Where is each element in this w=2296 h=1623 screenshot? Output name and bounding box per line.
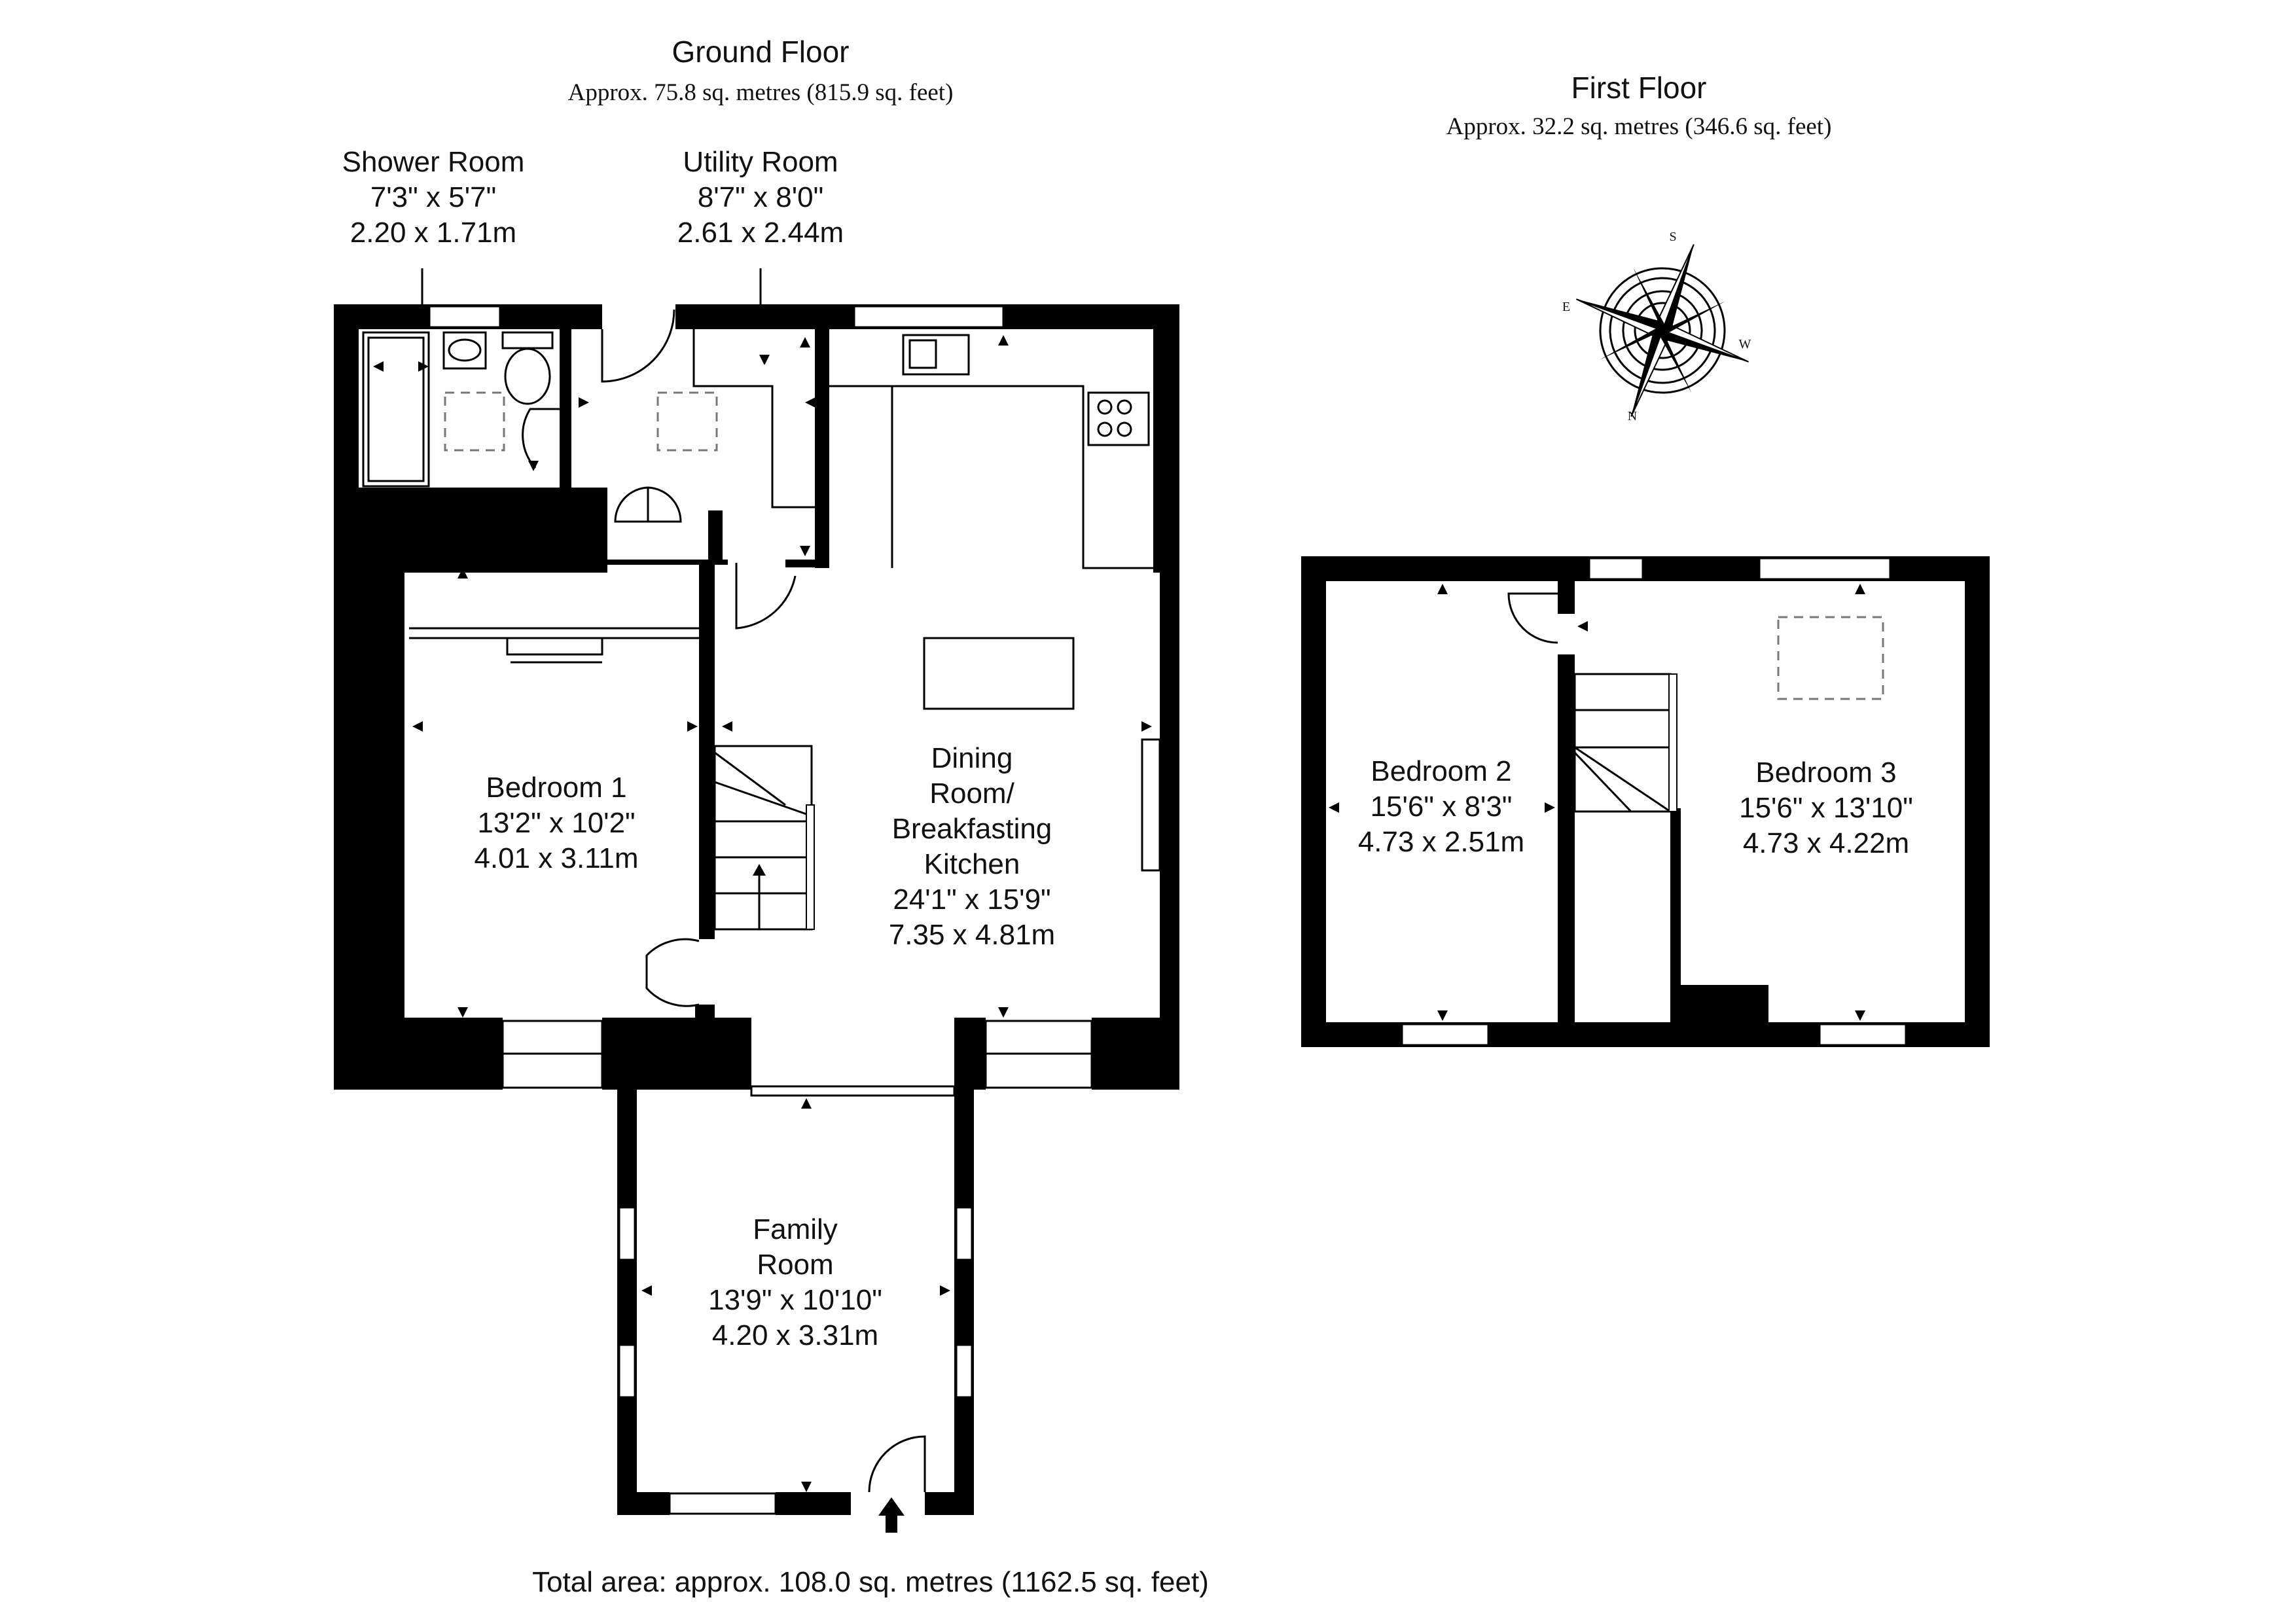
svg-text:7.35 x 4.81m: 7.35 x 4.81m: [889, 919, 1055, 951]
svg-text:4.01 x 3.11m: 4.01 x 3.11m: [474, 842, 638, 874]
svg-text:Bedroom 3: Bedroom 3: [1755, 757, 1896, 789]
shower-room-fixtures: [362, 331, 554, 488]
svg-text:4.20 x 3.31m: 4.20 x 3.31m: [712, 1319, 878, 1351]
ground-floor-walls: [334, 304, 1179, 1515]
utility-room-label: Utility Room 8'7" x 8'0" 2.61 x 2.44m: [677, 146, 844, 249]
svg-text:15'6" x 13'10": 15'6" x 13'10": [1739, 792, 1913, 824]
bedroom-3-label: Bedroom 3 15'6" x 13'10" 4.73 x 4.22m: [1739, 757, 1913, 859]
total-area: Total area: approx. 108.0 sq. metres (11…: [532, 1566, 1209, 1598]
svg-text:13'9" x 10'10": 13'9" x 10'10": [708, 1284, 882, 1316]
svg-text:Utility Room: Utility Room: [683, 146, 838, 178]
svg-text:4.73 x 2.51m: 4.73 x 2.51m: [1358, 826, 1524, 858]
first-floor-fixtures: [1507, 592, 1884, 813]
svg-text:Bedroom 2: Bedroom 2: [1371, 755, 1511, 787]
compass-s-label: S: [1669, 230, 1676, 244]
entrance-arrow-icon: [878, 1497, 905, 1533]
svg-text:2.61 x 2.44m: 2.61 x 2.44m: [677, 217, 844, 249]
compass-w-label: W: [1739, 337, 1751, 351]
svg-text:13'2" x 10'2": 13'2" x 10'2": [477, 807, 635, 839]
dining-kitchen-label: Dining Room/ Breakfasting Kitchen 24'1" …: [889, 742, 1055, 951]
ground-floor-windows: [428, 305, 1093, 1515]
compass-n-label: N: [1628, 409, 1637, 423]
svg-text:Shower Room: Shower Room: [342, 146, 525, 178]
bedroom-1-label: Bedroom 1 13'2" x 10'2" 4.01 x 3.11m: [474, 772, 638, 874]
utility-room-fixtures: [656, 329, 815, 508]
svg-text:Kitchen: Kitchen: [924, 848, 1020, 880]
bedroom-2-label: Bedroom 2 15'6" x 8'3" 4.73 x 2.51m: [1358, 755, 1524, 858]
first-dimension-markers: [1329, 584, 1865, 1021]
svg-text:Dining: Dining: [931, 742, 1013, 774]
bedroom-1-wardrobe: [409, 627, 699, 664]
first-floor-windows: [1401, 557, 1907, 1046]
svg-text:24'1" x 15'9": 24'1" x 15'9": [893, 883, 1050, 916]
svg-text:8'7" x 8'0": 8'7" x 8'0": [698, 181, 823, 213]
svg-text:Breakfasting: Breakfasting: [892, 813, 1052, 845]
ground-floor-title: Ground Floor: [672, 35, 849, 69]
compass-rose-icon: [1576, 244, 1749, 417]
shower-room-label: Shower Room 7'3" x 5'7" 2.20 x 1.71m: [342, 146, 525, 249]
svg-text:Family: Family: [753, 1213, 838, 1245]
svg-text:Room: Room: [757, 1249, 833, 1281]
first-floor-walls: [1301, 556, 1990, 1047]
kitchen-fixtures: [829, 334, 1161, 872]
first-floor-title: First Floor: [1571, 71, 1707, 105]
compass-e-label: E: [1562, 300, 1570, 314]
svg-text:2.20 x 1.71m: 2.20 x 1.71m: [350, 217, 516, 249]
svg-text:15'6" x 8'3": 15'6" x 8'3": [1371, 791, 1513, 823]
svg-text:7'3" x 5'7": 7'3" x 5'7": [370, 181, 496, 213]
svg-text:4.73 x 4.22m: 4.73 x 4.22m: [1743, 827, 1909, 859]
first-floor-area: Approx. 32.2 sq. metres (346.6 sq. feet): [1446, 113, 1832, 140]
ground-floor-area: Approx. 75.8 sq. metres (815.9 sq. feet): [568, 79, 954, 106]
svg-text:Bedroom 1: Bedroom 1: [486, 772, 626, 804]
family-room-label: Family Room 13'9" x 10'10" 4.20 x 3.31m: [708, 1213, 882, 1351]
ground-dimension-markers: [373, 335, 1152, 1492]
ground-floor-stairs: [713, 745, 815, 931]
svg-text:Room/: Room/: [929, 777, 1014, 810]
